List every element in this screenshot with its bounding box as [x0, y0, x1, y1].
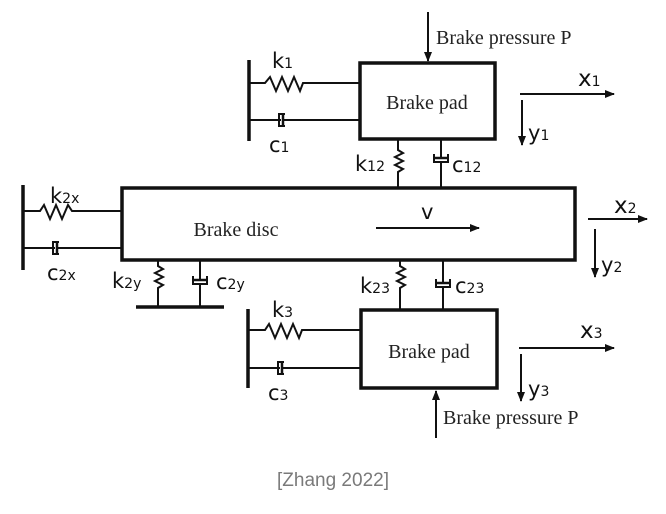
- label-x2: x2: [614, 193, 637, 219]
- damper-c1: [249, 113, 360, 127]
- label-k23: k23: [360, 274, 390, 298]
- label-k1: k1: [272, 49, 293, 73]
- damper-c23: [435, 260, 451, 310]
- bottom-brake-pad: Brake pad: [359, 308, 499, 390]
- label-x3: x3: [580, 318, 603, 344]
- spring-k1: [249, 74, 360, 94]
- spring-k2y: [152, 260, 166, 307]
- label-c1: c1: [269, 133, 289, 157]
- label-c2x: c2x: [47, 261, 76, 285]
- spring-k23: [394, 260, 408, 310]
- damper-c2y: [192, 260, 208, 307]
- velocity-label: v: [421, 200, 433, 224]
- top-brake-pad: Brake pad: [358, 61, 497, 141]
- spring-k12: [392, 139, 406, 188]
- bottom-brake-pressure-label: Brake pressure P: [443, 407, 579, 429]
- label-k3: k3: [272, 298, 293, 322]
- label-k2y: k2y: [112, 269, 141, 293]
- spring-k3: [248, 321, 361, 341]
- label-y3: y3: [528, 377, 549, 401]
- label-y2: y2: [601, 253, 622, 277]
- top-pad-label: Brake pad: [386, 92, 468, 114]
- label-k2x: k2x: [50, 184, 79, 208]
- label-c2y: c2y: [216, 270, 245, 294]
- damper-c2x: [23, 241, 122, 255]
- bottom-pad-label: Brake pad: [388, 341, 470, 363]
- top-brake-pressure-label: Brake pressure P: [436, 27, 572, 49]
- disc-label: Brake disc: [194, 219, 279, 241]
- damper-c12: [433, 139, 449, 188]
- spring-k2x: [23, 202, 122, 222]
- label-c3: c3: [268, 381, 288, 405]
- label-y1: y1: [528, 121, 549, 145]
- brake-disc: Brake disc: [120, 186, 577, 262]
- damper-c3: [248, 361, 361, 375]
- label-x1: x1: [578, 66, 601, 92]
- label-k12: k12: [355, 152, 385, 176]
- label-c12: c12: [452, 153, 481, 177]
- label-c23: c23: [455, 274, 484, 298]
- figure-caption: [Zhang 2022]: [277, 470, 389, 491]
